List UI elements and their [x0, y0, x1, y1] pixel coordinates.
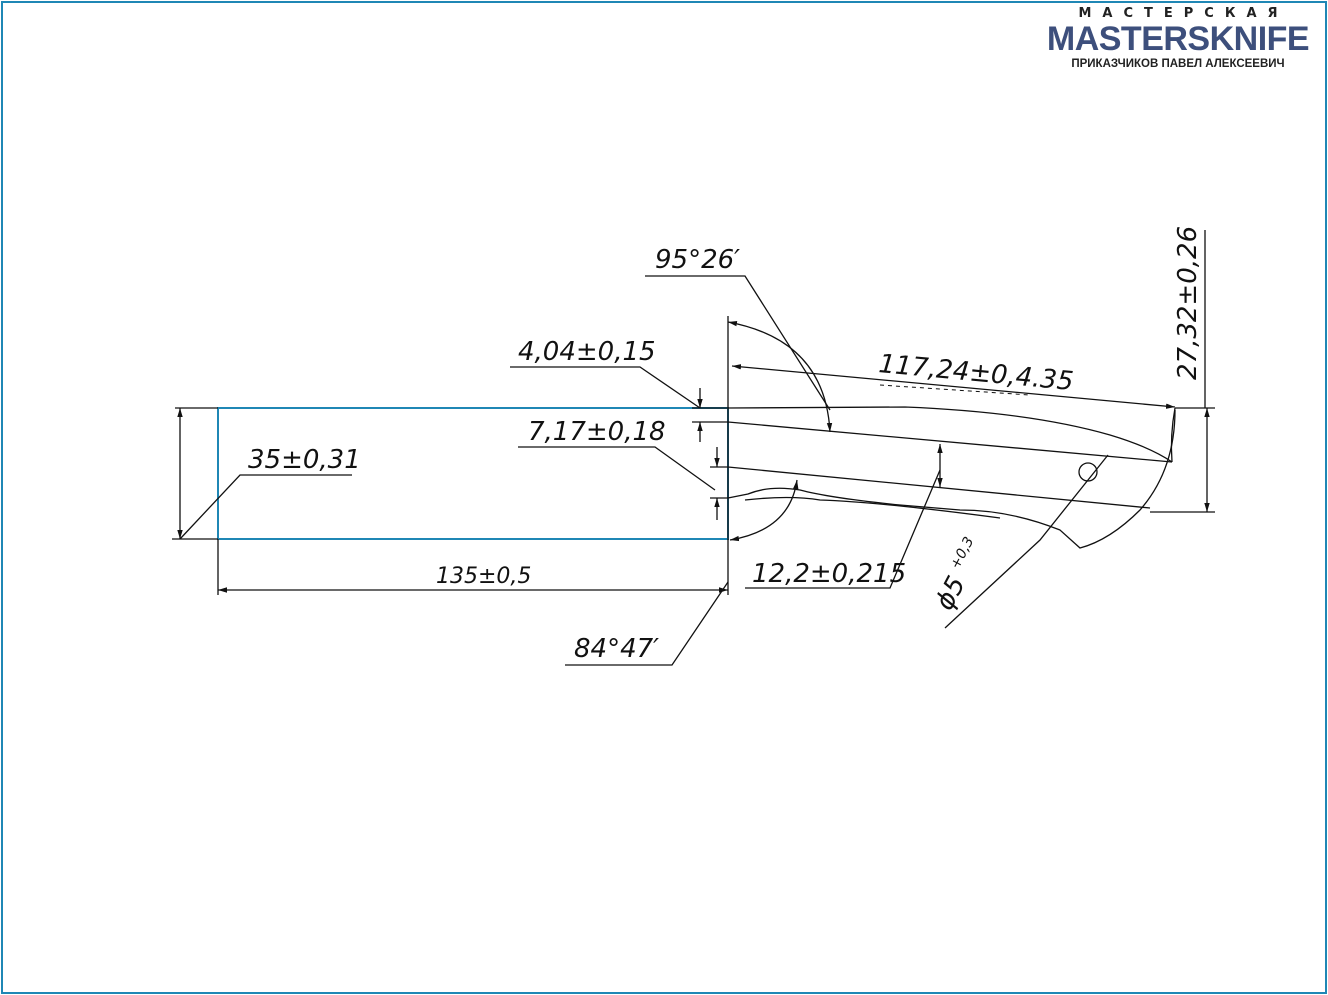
bevel-line-lower [727, 466, 1151, 509]
blade-spine [727, 406, 1173, 463]
blade-belly [727, 409, 1176, 549]
dim-height-right: 27,32±0,26 [1173, 226, 1203, 380]
brand-tagline: МАСТЕРСКАЯ [1078, 6, 1289, 21]
dim-blade-length: 117,24±0,4.35 [877, 349, 1074, 397]
dim-angle-bottom: 84°47′ [574, 634, 659, 664]
dim-offset-top: 4,04±0,15 [518, 337, 656, 367]
brand-owner: ПРИКАЗЧИКОВ ПАВЕЛ АЛЕКСЕЕВИЧ [1071, 58, 1285, 70]
dim-hole-tolerance: +0,3 [947, 534, 977, 572]
bevel-line-upper [727, 421, 1173, 463]
dim-angle-top: 95°26′ [655, 245, 740, 275]
dim-blade-height: 12,2±0,215 [752, 559, 906, 589]
dim-offset-mid: 7,17±0,18 [528, 417, 666, 447]
brand-name: MASTERSKNIFE [1046, 20, 1310, 58]
dim-handle-height: 35±0,31 [248, 445, 361, 475]
blade-tip [1170, 407, 1176, 463]
dim-handle-length: 135±0,5 [436, 564, 531, 589]
brand-logo: МАСТЕРСКАЯ MASTERSKNIFE ПРИКАЗЧИКОВ ПАВЕ… [1038, 6, 1318, 70]
blade-edge-lower [744, 496, 1001, 519]
